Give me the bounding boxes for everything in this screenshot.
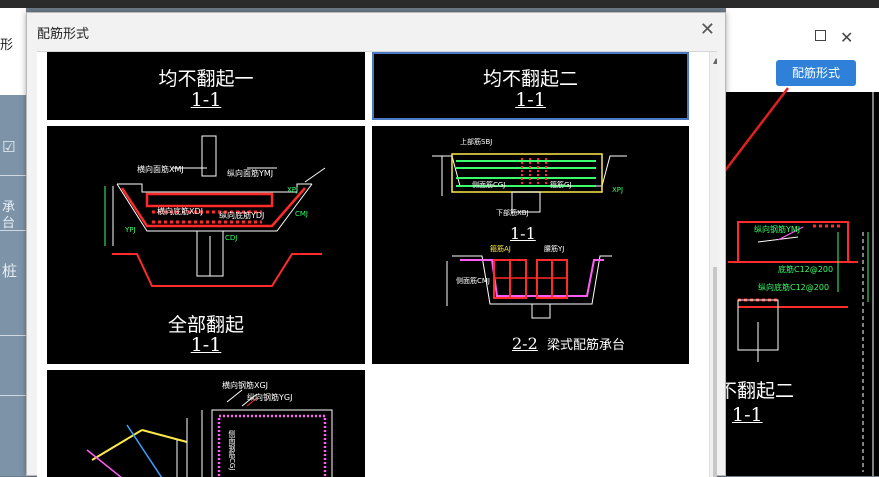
dialog-content: 均不翻起一 1-1 均不翻起二 1-1 <box>37 51 717 477</box>
cad-note-3: 纵向底筋C12@200 <box>758 283 830 292</box>
left-panel-item-pile[interactable]: 桩 <box>2 262 18 280</box>
tile-section-b: 2-2 <box>512 334 538 353</box>
tile-note: 上部筋SBJ <box>460 138 493 146</box>
tile-note: CMJ <box>295 210 308 218</box>
tile-note: 下部筋XBJ <box>496 209 529 217</box>
tile-4-drawing <box>432 153 627 319</box>
tile-note: 纵向面筋YMJ <box>227 169 274 178</box>
option-tile-5[interactable]: 横向钢筋XGJ 纵向钢筋YGJ 侧面钢筋CGJ <box>47 370 365 477</box>
tile-note: XPJ <box>612 186 624 194</box>
tile-note: 箍筋GJ <box>550 181 572 189</box>
cad-section-text: 1-1 <box>732 404 763 426</box>
tile-note: 侧面钢筋CGJ <box>228 430 236 471</box>
tile-note: 纵向底筋YDJ <box>219 211 265 220</box>
tile-note: 侧面筋CGJ <box>472 181 506 189</box>
tile-section-a: 1-1 <box>510 224 536 243</box>
dialog-title: 配筋形式 <box>37 27 90 42</box>
scroll-thumb[interactable] <box>713 267 717 477</box>
left-panel-item-cap[interactable]: 承台 <box>2 200 16 231</box>
tile-title: 梁式配筋承台 <box>547 338 626 353</box>
tile-title: 全部翻起 <box>167 314 244 336</box>
tile-note: CDJ <box>225 234 238 242</box>
tile-note: 横向面筋XMJ <box>137 165 184 174</box>
reinforcement-form-button[interactable]: 配筋形式 <box>776 60 856 86</box>
tile-note: 横向钢筋XGJ <box>222 381 269 390</box>
app-top-bar <box>0 0 879 8</box>
option-tile-1[interactable]: 均不翻起一 1-1 <box>47 52 365 120</box>
maximize-icon[interactable] <box>815 30 826 41</box>
empty-slot <box>372 370 689 477</box>
option-tile-2[interactable]: 均不翻起二 1-1 <box>372 52 689 120</box>
background-close-icon[interactable]: ✕ <box>840 28 854 47</box>
tile-section: 1-1 <box>190 89 222 111</box>
option-tile-3[interactable]: 横向面筋XMJ 纵向面筋YMJ 横向底筋XDJ 纵向底筋YDJ CMJ XPJ … <box>47 126 365 364</box>
tile-note: 纵向钢筋YGJ <box>247 393 293 402</box>
tile-note: 横向底筋XDJ <box>157 207 203 216</box>
tile-note: 侧面筋CMJ <box>456 277 490 285</box>
tile-note: 箍筋AJ <box>490 245 511 253</box>
tile-5-drawing <box>86 389 333 477</box>
tile-note: 腰筋YJ <box>544 245 565 253</box>
left-strip-text: 形 <box>0 38 14 53</box>
cad-note-2: 底筋C12@200 <box>778 265 834 274</box>
scrollbar[interactable]: ▲ <box>709 52 717 477</box>
background-cad-view: 纵向钢筋YMJ 底筋C12@200 纵向底筋C12@200 不翻起二 1-1 <box>718 92 879 476</box>
cad-title-text: 不翻起二 <box>718 380 795 402</box>
tile-note: YPJ <box>125 226 136 234</box>
tile-title: 均不翻起二 <box>482 68 578 90</box>
reinforcement-form-dialog: 配筋形式 ✕ 均不翻起一 1-1 均不翻起二 1-1 <box>26 12 726 477</box>
left-checkbox-glyph[interactable]: ☑ <box>2 138 16 156</box>
left-side-panel: ☑ 承台 桩 <box>0 95 26 476</box>
scroll-up-icon[interactable]: ▲ <box>713 56 717 65</box>
tile-note: XPJ <box>287 186 299 194</box>
tile-3-drawing <box>104 135 326 287</box>
tile-title: 均不翻起一 <box>158 68 254 90</box>
tile-section: 1-1 <box>190 334 222 356</box>
cad-note-1: 纵向钢筋YMJ <box>754 225 801 234</box>
option-tile-4[interactable]: 上部筋SBJ 侧面筋CGJ 箍筋GJ 下部筋XBJ 腰筋YJ 箍筋AJ 侧面筋C… <box>372 126 689 364</box>
dialog-close-icon[interactable]: ✕ <box>699 19 715 40</box>
tile-section: 1-1 <box>515 89 546 111</box>
